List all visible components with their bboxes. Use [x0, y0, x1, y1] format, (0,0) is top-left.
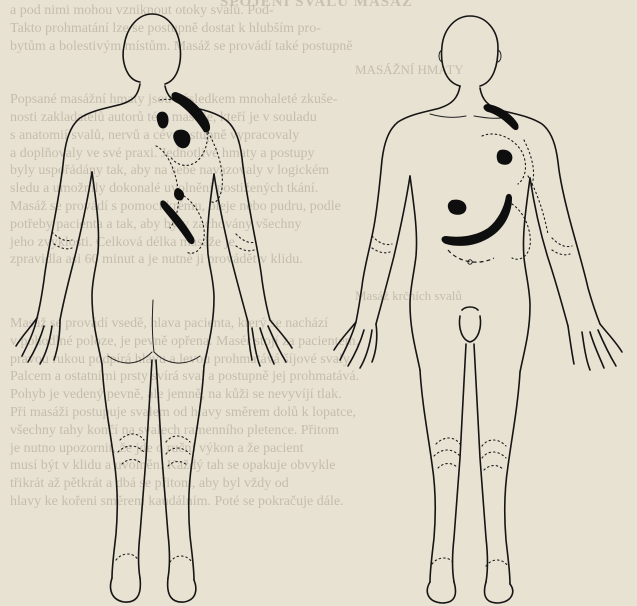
- anterior-left-elbow-joint: [372, 236, 392, 253]
- posterior-gluteal-cleft: [152, 300, 154, 352]
- posterior-lower-rib-mark: [174, 188, 184, 201]
- posterior-right-leg-outer: [189, 366, 204, 580]
- anterior-left-hand: [334, 322, 377, 368]
- anterior-right-elbow-joint: [552, 238, 572, 255]
- anterior-head: [442, 16, 498, 86]
- posterior-right-ankle-joint: [170, 556, 192, 562]
- posterior-right-foot: [168, 578, 196, 602]
- anterior-right-ankle-joint: [486, 560, 508, 566]
- anterior-right-leg-outer: [505, 372, 520, 584]
- anterior-left-foot: [427, 582, 455, 603]
- anterior-left-knee-joint: [434, 438, 460, 468]
- posterior-left-leg-inner: [139, 360, 153, 578]
- anterior-trunk-left: [356, 86, 460, 322]
- posterior-right-leg-inner: [156, 360, 170, 578]
- posterior-trunk-right: [165, 86, 270, 320]
- anterior-right-knee-joint: [482, 440, 506, 470]
- posterior-arm-zone: [208, 132, 222, 202]
- posterior-flank-zone: [184, 196, 204, 253]
- anterior-right-arm-inner: [530, 178, 568, 326]
- anterior-waist-right: [520, 178, 530, 372]
- anterior-figure: [334, 16, 622, 603]
- posterior-right-arm-inner: [214, 174, 248, 322]
- anterior-right-hand: [568, 324, 622, 370]
- anterior-chest-mark-upper: [497, 150, 513, 165]
- posterior-left-hand: [16, 318, 60, 364]
- posterior-figure: [16, 14, 292, 602]
- posterior-gluteal-fold-left: [108, 352, 152, 363]
- posterior-gluteal-fold-right: [154, 352, 200, 363]
- posterior-trunk-left: [37, 84, 140, 318]
- posterior-left-leg-outer: [102, 364, 117, 578]
- anterior-left-ankle-joint: [432, 558, 454, 564]
- posterior-midscapular-mark: [173, 130, 190, 149]
- anterior-chest-mark-mid: [448, 200, 467, 215]
- anterior-trunk-right: [480, 88, 600, 324]
- anterior-flank-zone: [512, 204, 530, 259]
- anterior-left-leg-outer: [420, 370, 435, 582]
- posterior-left-arm-inner: [60, 172, 92, 320]
- posterior-head: [123, 14, 180, 84]
- anterior-left-leg-inner: [453, 344, 467, 582]
- posterior-right-knee-joint: [166, 436, 190, 466]
- posterior-left-knee-joint: [118, 434, 144, 464]
- posterior-right-elbow-joint: [236, 234, 256, 251]
- anterior-right-foot: [485, 582, 513, 603]
- posterior-left-elbow-joint: [52, 232, 72, 249]
- posterior-left-ankle-joint: [116, 554, 138, 560]
- anterior-left-arm-inner: [376, 176, 410, 324]
- anterior-right-leg-inner: [474, 344, 488, 582]
- anterior-genitals: [459, 307, 480, 342]
- posterior-waist-left: [92, 172, 102, 364]
- posterior-left-foot: [111, 578, 141, 602]
- posterior-waist-right: [204, 174, 214, 366]
- anterior-clavicle-left: [430, 114, 466, 117]
- posterior-upper-spine-mark: [157, 112, 169, 129]
- posterior-trapezius-mark: [172, 92, 211, 132]
- anterior-waist-left: [410, 176, 420, 370]
- anterior-shoulder-mark: [484, 104, 519, 130]
- posterior-right-hand: [248, 320, 292, 366]
